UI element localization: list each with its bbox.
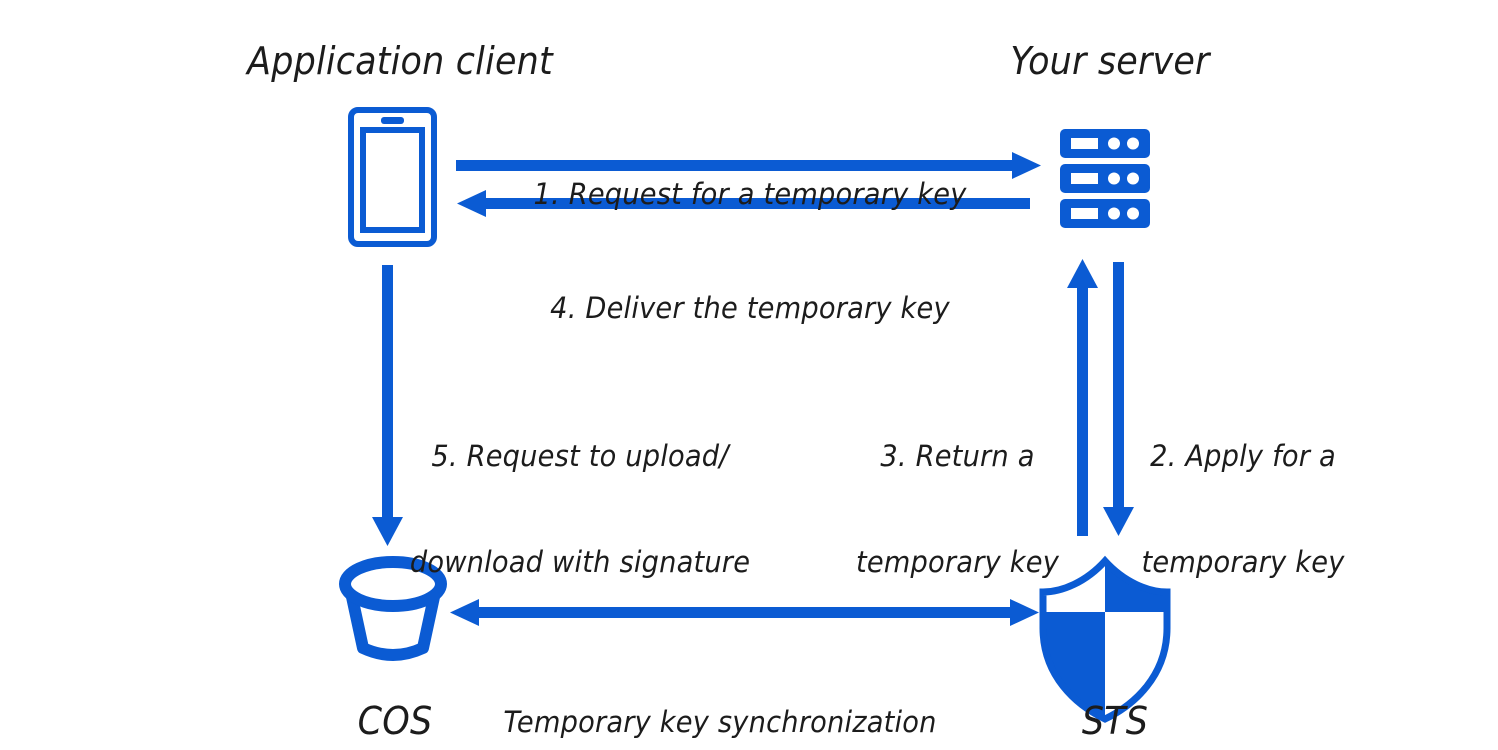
- arrow-step4: [457, 190, 1030, 217]
- arrow-step3: [1067, 259, 1098, 536]
- edge-label-step2-line2: temporary key: [1141, 544, 1345, 579]
- node-label-sts: STS: [1081, 699, 1149, 743]
- edge-label-step2: 2. Apply for a temporary key: [1135, 368, 1351, 651]
- edge-label-step3-line1: 3. Return a: [880, 438, 1035, 473]
- edge-label-step2-line1: 2. Apply for a: [1150, 438, 1336, 473]
- node-label-cos: COS: [357, 699, 433, 743]
- edge-label-sync-line1: Temporary key synchronization: [503, 704, 937, 739]
- edge-label-step3: 3. Return a temporary key: [852, 368, 1064, 651]
- node-label-your-server: Your server: [1010, 39, 1210, 83]
- edge-label-step4-line1: 4. Deliver the temporary key: [550, 290, 950, 325]
- edge-label-sync: Temporary key synchronization & identity…: [485, 634, 955, 750]
- arrow-step2: [1103, 262, 1134, 536]
- edge-label-step5-line2: download with signature: [409, 544, 751, 579]
- mobile-phone-icon: [348, 107, 437, 247]
- arrow-sync: [450, 599, 1039, 626]
- edge-label-step1-line1: 1. Request for a temporary key: [533, 176, 967, 211]
- edge-label-step5: 5. Request to upload/ download with sign…: [392, 368, 768, 651]
- edge-label-step1: 1. Request for a temporary key: [487, 106, 1013, 283]
- edge-label-step5-line1: 5. Request to upload/: [431, 438, 729, 473]
- arrow-step1: [456, 152, 1041, 179]
- bucket-icon: [339, 556, 447, 661]
- edge-label-step3-line2: temporary key: [855, 544, 1060, 579]
- edge-label-step4: 4. Deliver the temporary key: [487, 220, 1013, 397]
- node-label-application-client: Application client: [247, 39, 553, 83]
- server-rack-icon: [1060, 129, 1150, 228]
- arrow-step5: [372, 265, 403, 546]
